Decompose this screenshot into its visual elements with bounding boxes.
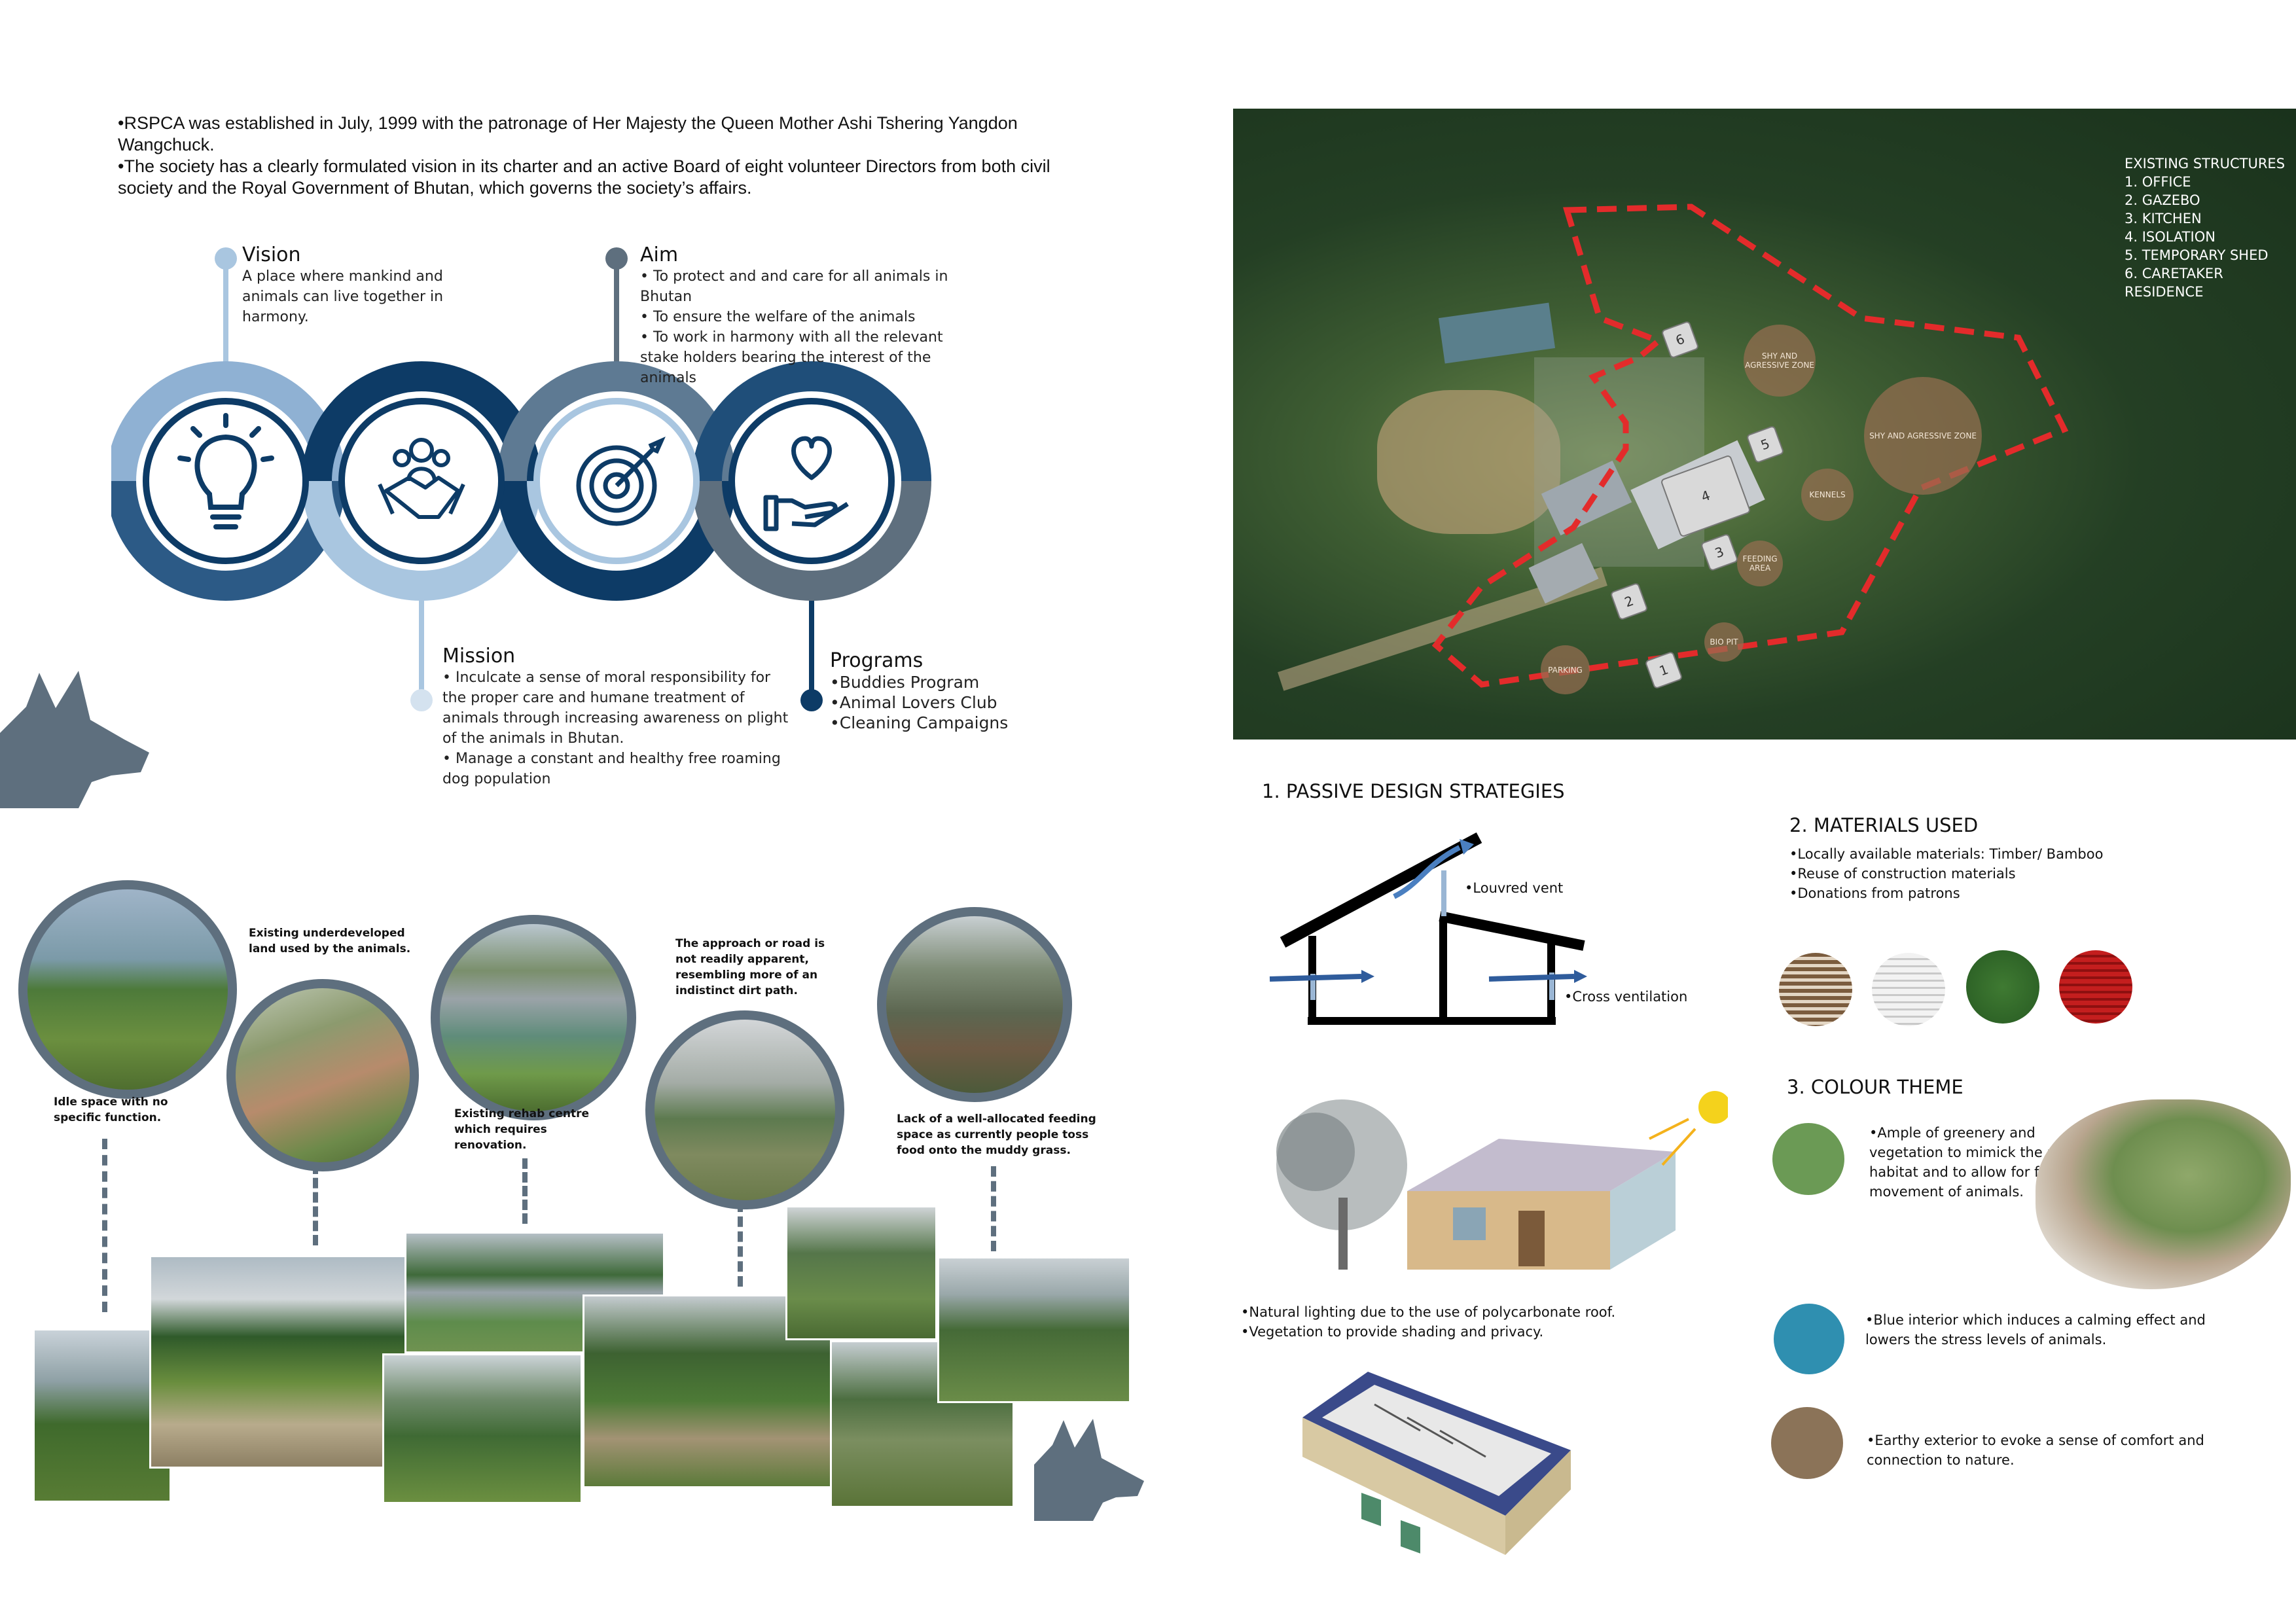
zone-feeding-area: FEEDING AREA (1737, 541, 1783, 586)
materials-line: •Reuse of construction materials (1789, 866, 2016, 882)
vision-title: Vision (242, 243, 301, 266)
legend-item: 6. CARETAKER RESIDENCE (2125, 266, 2223, 300)
site-photo (33, 1329, 171, 1503)
programs-title: Programs (830, 649, 924, 672)
site-photo-idle-space (18, 880, 237, 1099)
site-photo-approach-road (645, 1010, 844, 1209)
louvred-vent-label: •Louvred vent (1465, 880, 1564, 896)
site-map: SHY AND AGRESSIVE ZONE SHY AND AGRESSIVE… (1233, 109, 2296, 740)
aim-line: • To work in harmony with all the releva… (640, 329, 943, 386)
timber-swatch (1779, 953, 1852, 1026)
site-photo-rehab-centre (431, 915, 636, 1120)
cross-ventilation-label: •Cross ventilation (1564, 989, 1688, 1005)
intro-text: •RSPCA was established in July, 1999 wit… (118, 113, 1086, 199)
passive-note: •Vegetation to provide shading and priva… (1241, 1324, 1544, 1340)
site-note: Existing rehab centre which requires ren… (454, 1107, 589, 1152)
building-render (1276, 1091, 1728, 1270)
site-boundary (1431, 204, 2069, 688)
site-photo-underdeveloped-land (226, 979, 419, 1171)
lightbulb-icon (177, 413, 274, 529)
dashed-connector (522, 1158, 528, 1224)
aim-block: Aim • To protect and and care for all an… (640, 243, 980, 388)
dashed-connector (102, 1139, 107, 1312)
materials-title: 2. MATERIALS USED (1789, 814, 1979, 836)
site-note: Lack of a well-allocated feeding space a… (897, 1113, 1096, 1157)
map-legend: EXISTING STRUCTURES 1. OFFICE 2. GAZEBO … (2125, 154, 2295, 301)
passive-title: 1. PASSIVE DESIGN STRATEGIES (1262, 780, 1565, 802)
green-colour-swatch (1772, 1123, 1844, 1195)
site-note: The approach or road is not readily appa… (675, 937, 825, 997)
mission-title: Mission (442, 645, 516, 668)
dashed-connector (991, 1166, 996, 1251)
legend-title: EXISTING STRUCTURES (2125, 156, 2286, 171)
programs-line: •Animal Lovers Club (830, 693, 997, 712)
passive-note: •Natural lighting due to the use of poly… (1241, 1304, 1616, 1320)
mission-line: • Inculcate a sense of moral responsibil… (442, 669, 789, 747)
vision-text: A place where mankind and animals can li… (242, 268, 444, 325)
intro-line-2: •The society has a clearly formulated vi… (118, 156, 1050, 198)
legend-item: 2. GAZEBO (2125, 192, 2200, 208)
legend-item: 3. KITCHEN (2125, 211, 2202, 226)
colour-theme-title: 3. COLOUR THEME (1787, 1076, 1964, 1098)
legend-item: 4. ISOLATION (2125, 229, 2215, 245)
aim-title: Aim (640, 243, 679, 266)
dashed-connector (738, 1202, 743, 1287)
red-sheet-swatch (2059, 950, 2132, 1024)
colour-text-blue: •Blue interior which induces a calming e… (1865, 1312, 2206, 1347)
earthy-colour-swatch (1771, 1407, 1843, 1479)
floor-plan-3d (1302, 1372, 1571, 1555)
zone-kennels: KENNELS (1801, 469, 1854, 521)
intro-line-1: •RSPCA was established in July, 1999 wit… (118, 113, 1018, 154)
site-photo (937, 1257, 1131, 1403)
handshake-team-icon (378, 438, 465, 519)
programs-line: •Cleaning Campaigns (830, 713, 1009, 732)
colour-text-earthy: •Earthy exterior to evoke a sense of com… (1867, 1433, 2204, 1468)
materials-line: •Donations from patrons (1789, 885, 1960, 901)
dashed-connector (313, 1164, 318, 1245)
materials-list: •Locally available materials: Timber/ Ba… (1789, 844, 2156, 903)
zone-shy-aggressive: SHY AND AGRESSIVE ZONE (1744, 325, 1816, 397)
aim-line: • To protect and and care for all animal… (640, 268, 948, 305)
site-photo-feeding-space (877, 907, 1072, 1102)
programs-block: Programs •Buddies Program •Animal Lovers… (830, 649, 1079, 733)
materials-line: •Locally available materials: Timber/ Ba… (1789, 846, 2104, 862)
map-clearing (1377, 390, 1560, 534)
site-photo (382, 1353, 583, 1504)
zone-shy-aggressive: SHY AND AGRESSIVE ZONE (1864, 377, 1982, 495)
aim-line: • To ensure the welfare of the animals (640, 309, 916, 325)
heart-hand-icon (763, 436, 849, 531)
target-icon (576, 437, 666, 526)
mission-block: Mission • Inculcate a sense of moral res… (442, 645, 796, 789)
ventilation-section-diagram (1269, 832, 1587, 1025)
programs-line: •Buddies Program (830, 673, 980, 692)
site-photo (785, 1205, 937, 1340)
site-note: Existing underdeveloped land used by the… (249, 927, 411, 955)
passive-notes: •Natural lighting due to the use of poly… (1241, 1302, 1712, 1342)
zone-bio-pit: BIO PIT (1704, 622, 1744, 662)
zone-parking: PARKING (1541, 645, 1590, 694)
grass-swatch (1966, 950, 2039, 1024)
sheet-swatch (1872, 953, 1945, 1026)
dog-silhouette-icon (1034, 1419, 1144, 1521)
landscape-render (2036, 1099, 2291, 1289)
dog-silhouette-icon (0, 671, 149, 808)
vision-block: Vision A place where mankind and animals… (242, 243, 465, 327)
blue-colour-swatch (1774, 1304, 1844, 1374)
site-note: Idle space with no specific function. (54, 1096, 168, 1124)
legend-item: 1. OFFICE (2125, 174, 2191, 190)
legend-item: 5. TEMPORARY SHED (2125, 247, 2269, 263)
mission-line: • Manage a constant and healthy free roa… (442, 751, 781, 787)
vision-mission-infographic (111, 247, 931, 711)
